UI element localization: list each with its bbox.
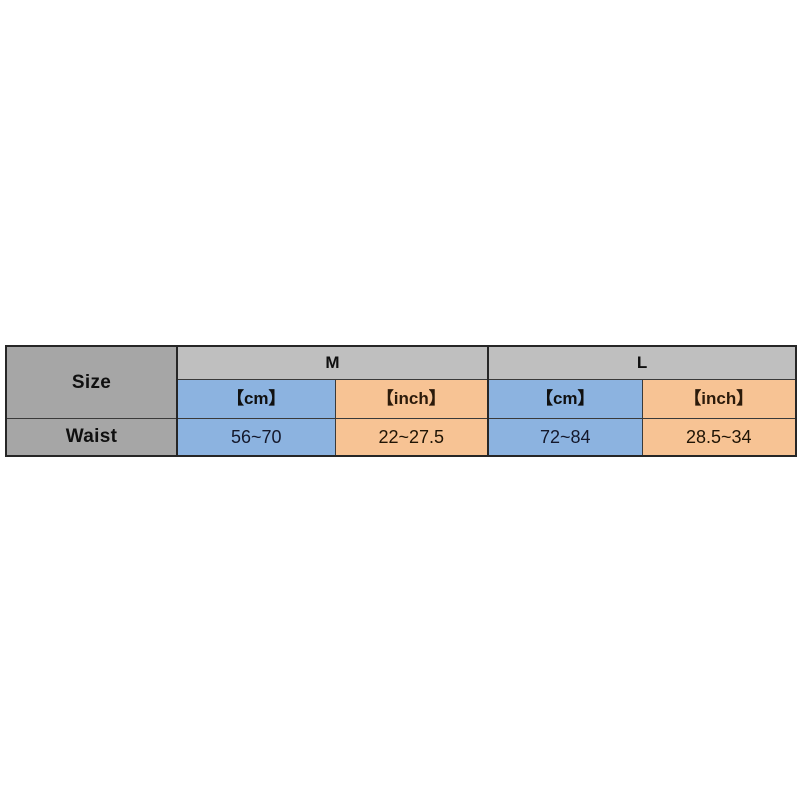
unit-header-l-inch: 【inch】 (641, 378, 798, 419)
table-row-unit-header: 【cm】 【inch】 【cm】 【inch】 (6, 378, 798, 419)
unit-header-l-cm: 【cm】 (487, 378, 643, 419)
row-header-waist: Waist (5, 417, 178, 457)
header-cell-size: Size (5, 345, 178, 419)
table-row-waist: Waist 56~70 22~27.5 72~84 28.5~34 (5, 417, 798, 457)
value-waist-l-cm: 72~84 (487, 417, 643, 457)
table-row-group-header: Size M L (5, 345, 798, 419)
unit-header-m-cm: 【cm】 (176, 378, 336, 419)
size-chart-table: Size M L 【cm】 【inch】 【cm】 【inch】 Waist 5… (5, 345, 798, 457)
value-waist-m-inch: 22~27.5 (334, 417, 489, 457)
value-waist-l-inch: 28.5~34 (641, 417, 798, 457)
group-header-l: L (487, 345, 798, 380)
unit-header-m-inch: 【inch】 (334, 378, 489, 419)
value-waist-m-cm: 56~70 (176, 417, 336, 457)
group-header-m: M (175, 345, 489, 380)
